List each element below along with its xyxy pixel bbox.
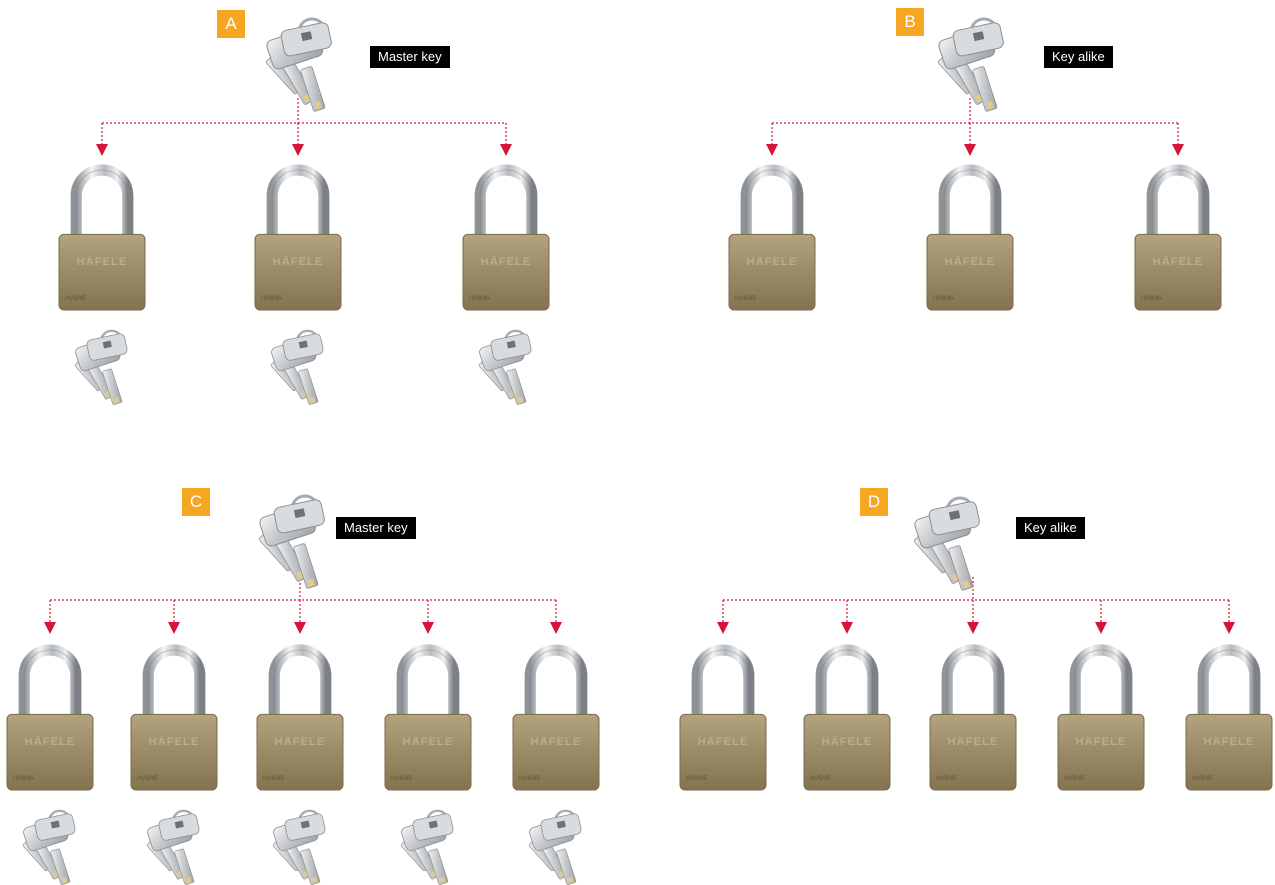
svg-text:HÄFELE: HÄFELE xyxy=(403,735,454,748)
svg-text:HÄFELE: HÄFELE xyxy=(275,735,326,748)
svg-text:HVB/45: HVB/45 xyxy=(933,296,954,302)
arrow-down-icon xyxy=(964,144,976,156)
svg-text:HÄFELE: HÄFELE xyxy=(149,735,200,748)
panel-c-lock-key-bunch-icon xyxy=(146,811,200,885)
panel-d-padlock-icon: HÄFELE HVB/45 xyxy=(1186,650,1272,790)
panel-b-connector xyxy=(766,98,1184,156)
arrow-down-icon xyxy=(766,144,778,156)
svg-text:HÄFELE: HÄFELE xyxy=(481,255,532,268)
panel-c-lock-key-bunch-icon xyxy=(528,811,582,885)
arrow-down-icon xyxy=(294,622,306,634)
panel-b-padlock-icon: HÄFELE HVB/45 xyxy=(729,170,815,310)
svg-text:HVB/45: HVB/45 xyxy=(735,296,756,302)
panel-d-padlock-icon: HÄFELE HVB/45 xyxy=(1058,650,1144,790)
panel-b-padlock-icon: HÄFELE HVB/45 xyxy=(927,170,1013,310)
panel-c-lock-key-bunch-icon xyxy=(22,811,76,885)
svg-text:HÄFELE: HÄFELE xyxy=(945,255,996,268)
panel-a-lock-key-bunch-icon xyxy=(74,331,128,405)
panel-a-label: Master key xyxy=(370,46,450,68)
panel-b-padlock-icon: HÄFELE HVB/45 xyxy=(1135,170,1221,310)
panel-d-padlock-icon: HÄFELE HVB/45 xyxy=(680,650,766,790)
svg-text:HVB/45: HVB/45 xyxy=(810,776,831,782)
svg-text:HVB/45: HVB/45 xyxy=(261,296,282,302)
svg-text:HÄFELE: HÄFELE xyxy=(698,735,749,748)
panel-c-badge: C xyxy=(182,488,210,516)
svg-text:HÄFELE: HÄFELE xyxy=(1076,735,1127,748)
svg-text:HVB/45: HVB/45 xyxy=(65,296,86,302)
panel-d-padlock-icon: HÄFELE HVB/45 xyxy=(804,650,890,790)
svg-text:HVB/45: HVB/45 xyxy=(1192,776,1213,782)
svg-text:HÄFELE: HÄFELE xyxy=(25,735,76,748)
arrow-down-icon xyxy=(1172,144,1184,156)
svg-text:HVB/45: HVB/45 xyxy=(469,296,490,302)
panel-a-connector xyxy=(96,98,512,156)
panel-c-key-bunch-icon xyxy=(258,496,325,589)
arrow-down-icon xyxy=(1095,622,1107,634)
svg-text:HÄFELE: HÄFELE xyxy=(1204,735,1255,748)
panel-d-badge: D xyxy=(860,488,888,516)
arrow-down-icon xyxy=(500,144,512,156)
panel-d-padlock-icon: HÄFELE HVB/45 xyxy=(930,650,1016,790)
panel-a-key-bunch-icon xyxy=(265,19,332,112)
svg-text:HÄFELE: HÄFELE xyxy=(531,735,582,748)
panel-c-padlock-icon: HÄFELE HVB/45 xyxy=(513,650,599,790)
svg-text:HVB/45: HVB/45 xyxy=(263,776,284,782)
svg-text:HÄFELE: HÄFELE xyxy=(948,735,999,748)
panel-c-lock-key-bunch-icon xyxy=(272,811,326,885)
arrow-down-icon xyxy=(1223,622,1235,634)
svg-text:HVB/45: HVB/45 xyxy=(13,776,34,782)
panel-b-label: Key alike xyxy=(1044,46,1113,68)
panel-c-label: Master key xyxy=(336,517,416,539)
svg-text:HÄFELE: HÄFELE xyxy=(822,735,873,748)
panel-a-padlock-icon: HÄFELE HVB/45 xyxy=(255,170,341,310)
arrow-down-icon xyxy=(96,144,108,156)
svg-text:HÄFELE: HÄFELE xyxy=(1153,255,1204,268)
arrow-down-icon xyxy=(841,622,853,634)
panel-c-padlock-icon: HÄFELE HVB/45 xyxy=(131,650,217,790)
arrow-down-icon xyxy=(44,622,56,634)
svg-text:HVB/45: HVB/45 xyxy=(137,776,158,782)
svg-text:HÄFELE: HÄFELE xyxy=(273,255,324,268)
panel-a-badge: A xyxy=(217,10,245,38)
svg-text:HVB/45: HVB/45 xyxy=(391,776,412,782)
panel-c-lock-key-bunch-icon xyxy=(400,811,454,885)
arrow-down-icon xyxy=(550,622,562,634)
panel-a-padlock-icon: HÄFELE HVB/45 xyxy=(463,170,549,310)
svg-text:HÄFELE: HÄFELE xyxy=(77,255,128,268)
panel-d-key-bunch-icon xyxy=(913,498,980,591)
panel-c-padlock-icon: HÄFELE HVB/45 xyxy=(385,650,471,790)
panel-c-connector xyxy=(44,575,562,634)
arrow-down-icon xyxy=(967,622,979,634)
arrow-down-icon xyxy=(422,622,434,634)
panel-b-key-bunch-icon xyxy=(937,19,1004,112)
panel-b-badge: B xyxy=(896,8,924,36)
svg-text:HVB/45: HVB/45 xyxy=(519,776,540,782)
arrow-down-icon xyxy=(717,622,729,634)
svg-text:HVB/45: HVB/45 xyxy=(1141,296,1162,302)
panel-c-padlock-icon: HÄFELE HVB/45 xyxy=(257,650,343,790)
panel-d-label: Key alike xyxy=(1016,517,1085,539)
arrow-down-icon xyxy=(292,144,304,156)
svg-text:HVB/45: HVB/45 xyxy=(936,776,957,782)
panel-d-connector xyxy=(717,577,1235,634)
panel-a-padlock-icon: HÄFELE HVB/45 xyxy=(59,170,145,310)
arrow-down-icon xyxy=(168,622,180,634)
svg-text:HVB/45: HVB/45 xyxy=(1064,776,1085,782)
panel-a-lock-key-bunch-icon xyxy=(478,331,532,405)
svg-text:HVB/45: HVB/45 xyxy=(686,776,707,782)
panel-a-lock-key-bunch-icon xyxy=(270,331,324,405)
svg-text:HÄFELE: HÄFELE xyxy=(747,255,798,268)
panel-c-padlock-icon: HÄFELE HVB/45 xyxy=(7,650,93,790)
